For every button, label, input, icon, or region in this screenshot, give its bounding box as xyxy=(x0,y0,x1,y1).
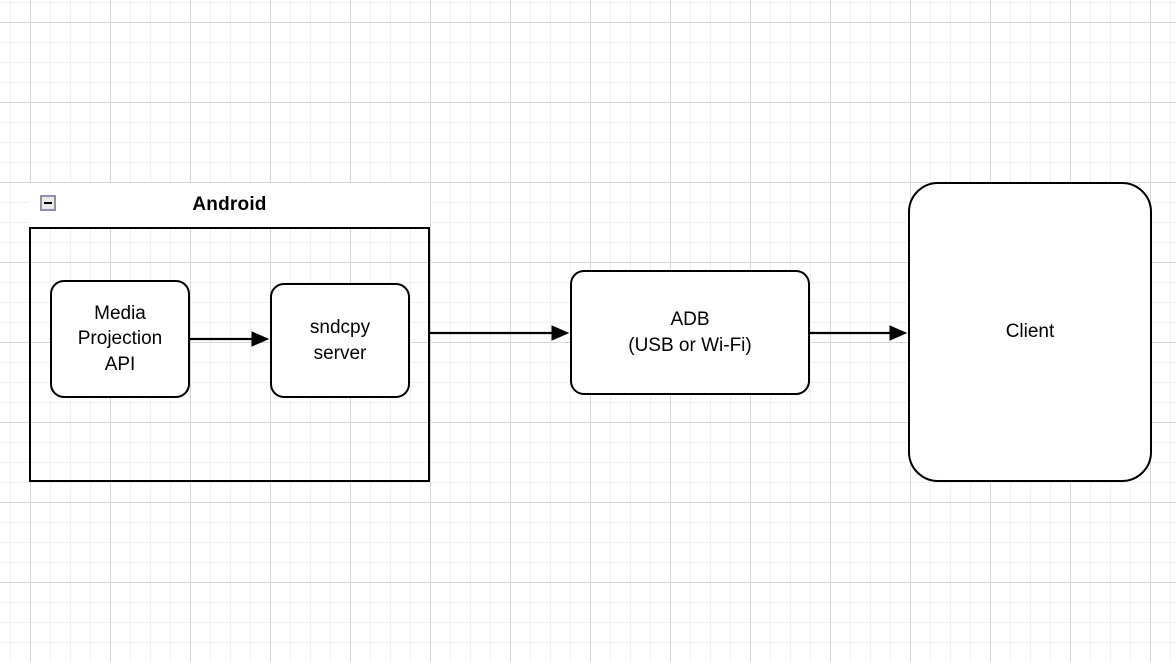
collapse-minus-icon[interactable] xyxy=(40,195,56,211)
node-client-label: Client xyxy=(1005,321,1055,343)
node-adb[interactable]: ADB (USB or Wi-Fi) xyxy=(570,270,810,395)
android-container-header[interactable]: Android xyxy=(29,183,430,229)
node-media-projection-api[interactable]: Media Projection API xyxy=(50,280,190,398)
edge-media-to-sndcpy[interactable] xyxy=(190,325,272,353)
arrowhead-icon xyxy=(551,325,570,341)
arrowhead-icon xyxy=(889,325,908,341)
node-media-projection-api-label: Media Projection API xyxy=(77,303,163,375)
arrowhead-icon xyxy=(251,331,270,347)
edge-adb-to-client[interactable] xyxy=(810,319,910,347)
edge-android-to-adb[interactable] xyxy=(430,319,572,347)
node-adb-label: ADB (USB or Wi-Fi) xyxy=(628,309,752,356)
minus-glyph xyxy=(44,202,52,204)
node-client[interactable]: Client xyxy=(908,182,1152,482)
android-container-title: Android xyxy=(192,194,267,215)
node-sndcpy-server-label: sndcpy server xyxy=(309,317,371,364)
node-sndcpy-server[interactable]: sndcpy server xyxy=(270,283,410,398)
